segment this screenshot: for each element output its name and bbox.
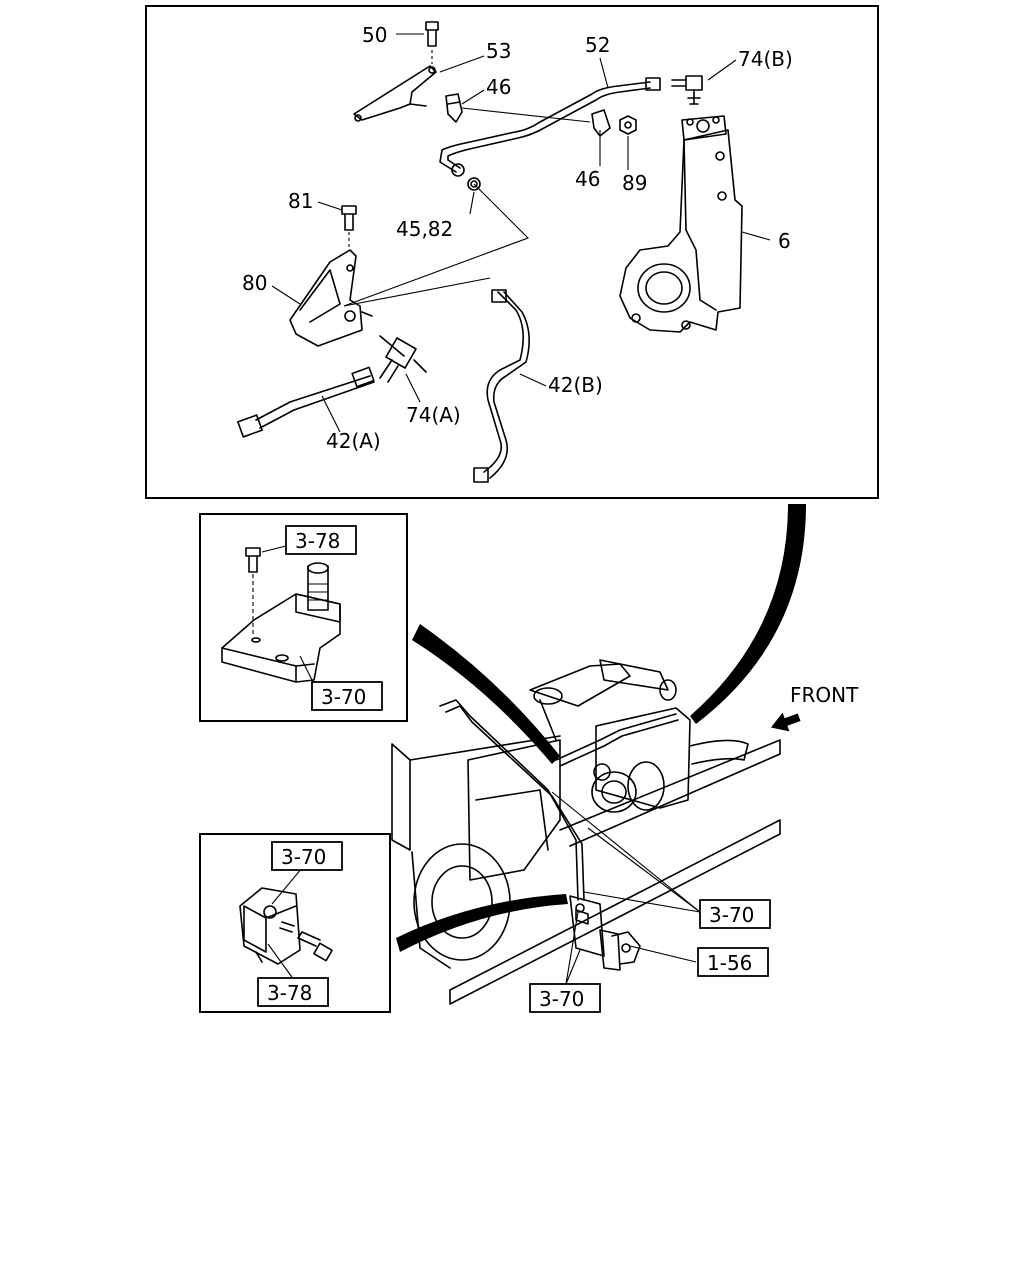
guide-line bbox=[461, 107, 591, 123]
guide-line bbox=[343, 183, 529, 307]
ref-box-3-78-top bbox=[285, 525, 357, 555]
bracket-80 bbox=[289, 249, 373, 347]
leader-lines bbox=[271, 33, 771, 433]
ref-box-3-70-bottom bbox=[529, 983, 601, 1013]
callout-80: 80 bbox=[242, 271, 267, 295]
callout-74b: 74(B) bbox=[738, 47, 793, 71]
ref-1-56: 1-56 bbox=[707, 951, 752, 975]
detail-panel-frame bbox=[145, 5, 879, 499]
callout-42b: 42(B) bbox=[548, 373, 603, 397]
inset-clip-bolt: 3-70 3-78 bbox=[199, 833, 391, 1013]
clip-46-upper bbox=[445, 93, 463, 123]
ref-box-3-70-inset bbox=[271, 841, 343, 871]
detail-panel: 50 53 52 74(B) 46 46 89 6 81 45,82 80 42… bbox=[145, 5, 879, 499]
engine-overview: FRONT 3-70 1-56 3-70 bbox=[391, 504, 859, 1013]
callout-89: 89 bbox=[622, 171, 647, 195]
ref-3-70-top: 3-70 bbox=[321, 685, 366, 709]
callout-45-82: 45,82 bbox=[396, 217, 453, 241]
bolt-81 bbox=[341, 205, 357, 248]
pipe-52 bbox=[439, 77, 661, 191]
inset-frame bbox=[199, 513, 408, 722]
clip-46-lower bbox=[591, 109, 611, 137]
callout-74a: 74(A) bbox=[406, 403, 461, 427]
callout-81: 81 bbox=[288, 189, 313, 213]
front-label: FRONT bbox=[790, 683, 859, 707]
callout-6: 6 bbox=[778, 229, 791, 253]
elbow-fitting-74b bbox=[671, 75, 703, 105]
ref-3-78-top: 3-78 bbox=[295, 529, 340, 553]
ref-box-1-56 bbox=[697, 947, 769, 977]
ref-3-78-inset: 3-78 bbox=[267, 981, 312, 1005]
callout-arrow-top-panel bbox=[690, 504, 806, 724]
front-direction: FRONT bbox=[770, 683, 859, 732]
ref-box-3-78-inset bbox=[257, 977, 329, 1007]
bolt-50 bbox=[425, 21, 439, 64]
inset-frame bbox=[199, 833, 391, 1013]
callout-53: 53 bbox=[486, 39, 511, 63]
callout-46-lower: 46 bbox=[575, 167, 600, 191]
callout-42a: 42(A) bbox=[326, 429, 381, 453]
front-arrow-icon bbox=[770, 712, 801, 732]
ref-3-70-right: 3-70 bbox=[709, 903, 754, 927]
ref-3-70-inset: 3-70 bbox=[281, 845, 326, 869]
ref-3-70-bottom: 3-70 bbox=[539, 987, 584, 1011]
guide-line bbox=[343, 277, 491, 307]
bracket-53 bbox=[353, 65, 437, 122]
inset-bolt-bracket: 3-78 3-70 bbox=[199, 513, 408, 722]
callout-arrow-inset-bottom bbox=[396, 894, 568, 952]
engine-leaders bbox=[551, 791, 701, 985]
tee-fitting-74a bbox=[379, 335, 427, 383]
callout-labels: 50 53 52 74(B) 46 46 89 6 81 45,82 80 42… bbox=[242, 23, 793, 453]
callout-46-upper: 46 bbox=[486, 75, 511, 99]
hose-42b bbox=[473, 289, 530, 483]
callout-arrow-inset-top bbox=[412, 624, 560, 764]
ref-box-3-70-right bbox=[699, 899, 771, 929]
nut-89 bbox=[619, 115, 637, 135]
ref-box-3-70-top bbox=[311, 681, 383, 711]
water-housing-part bbox=[619, 115, 743, 333]
callout-50: 50 bbox=[362, 23, 387, 47]
hose-42a bbox=[237, 366, 375, 438]
callout-52: 52 bbox=[585, 33, 610, 57]
